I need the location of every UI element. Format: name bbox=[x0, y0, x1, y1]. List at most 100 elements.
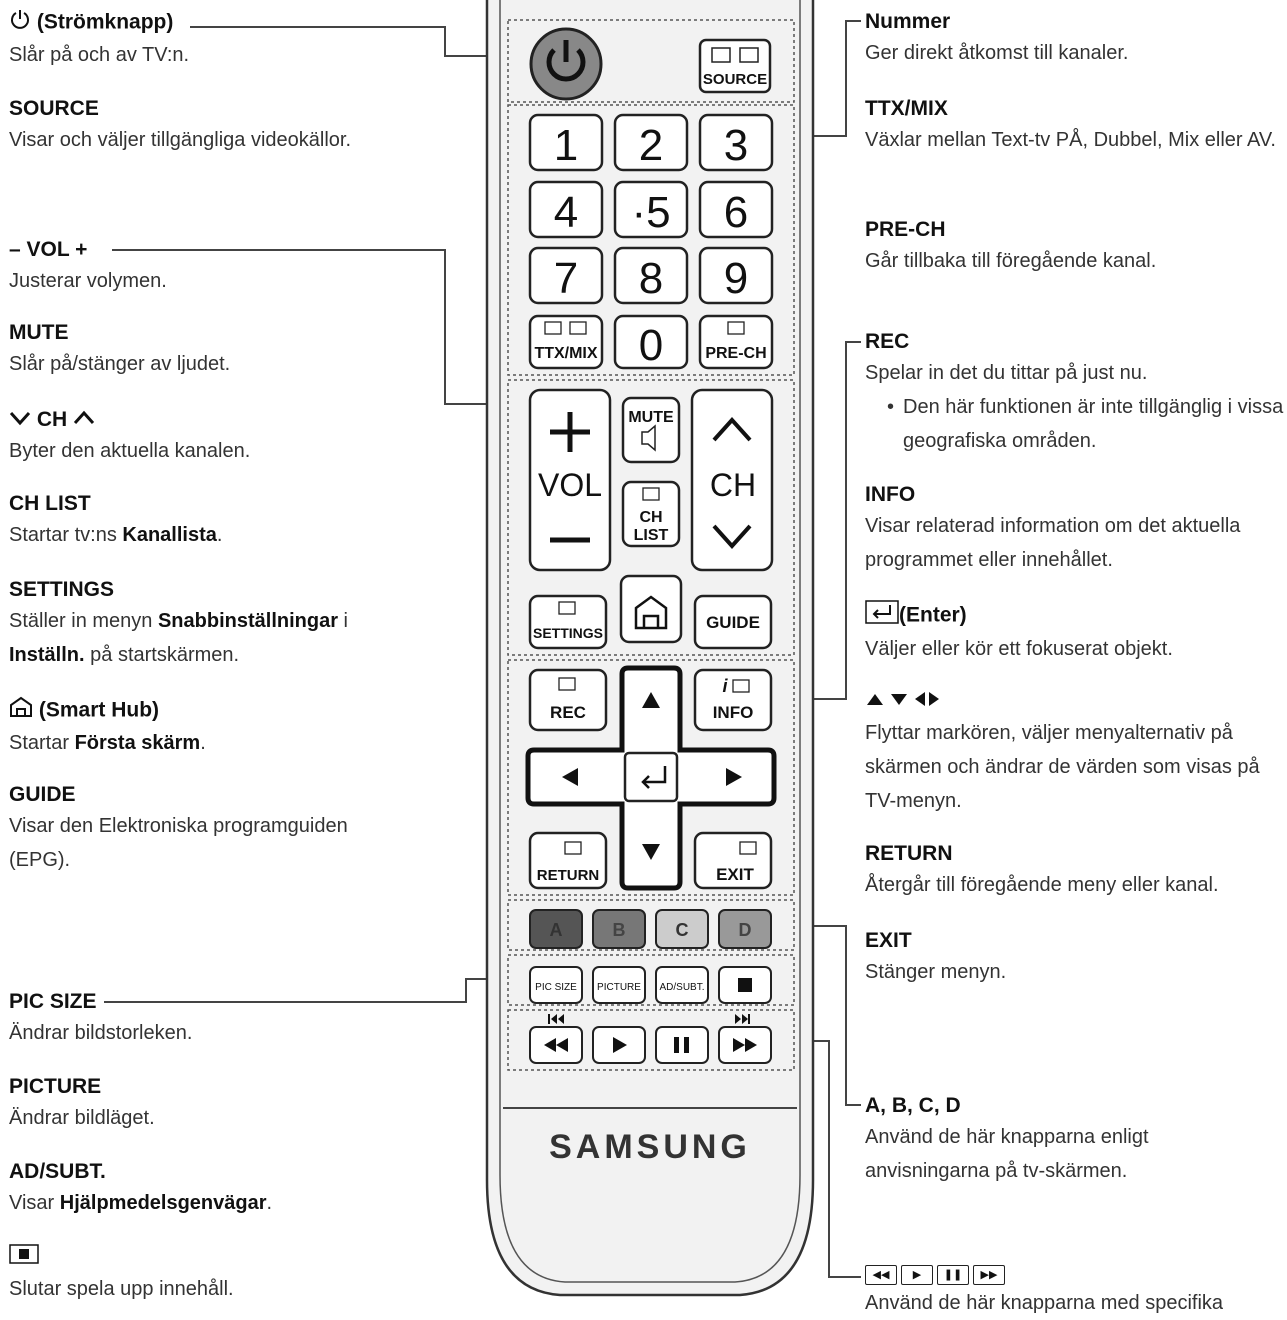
desc-title: EXIT bbox=[865, 929, 912, 952]
section-outlines bbox=[507, 19, 795, 1071]
leader-line bbox=[444, 249, 446, 404]
desc-text: Visar och väljer tillgängliga videokällo… bbox=[9, 129, 352, 151]
enter-button[interactable] bbox=[623, 751, 679, 803]
play-button[interactable] bbox=[592, 1026, 646, 1064]
desc-guide: GUIDE Visar den Elektroniska programguid… bbox=[9, 781, 449, 877]
smart-hub-button[interactable] bbox=[619, 574, 683, 644]
desc-bullet: Den här funktionen är inte tillgänglig i… bbox=[865, 390, 1287, 458]
desc-settings: SETTINGS Ställer in menyn Snabbinställni… bbox=[9, 576, 449, 672]
pic-size-button[interactable]: PIC SIZE bbox=[529, 966, 583, 1004]
leader-line bbox=[465, 978, 467, 1003]
rewind-button[interactable] bbox=[529, 1026, 583, 1064]
leader-line bbox=[465, 978, 505, 980]
right-arrow-icon bbox=[726, 768, 742, 786]
remote-inner-outline bbox=[499, 0, 801, 1283]
desc-title: Nummer bbox=[865, 10, 951, 33]
desc-chlist: CH LIST Startar tv:ns Kanallista. bbox=[9, 490, 449, 552]
desc-text: Ändrar bildläget. bbox=[9, 1107, 155, 1129]
svg-text:7: 7 bbox=[554, 254, 578, 303]
svg-text:D: D bbox=[739, 920, 752, 940]
desc-text: Ändrar bildstorleken. bbox=[9, 1022, 193, 1044]
leader-line bbox=[190, 26, 445, 28]
desc-title: RETURN bbox=[865, 842, 953, 865]
media-skip-marks bbox=[548, 1014, 750, 1024]
return-button[interactable]: RETURN bbox=[528, 831, 608, 890]
digit-button[interactable]: 3 bbox=[698, 113, 774, 172]
desc-title: TTX/MIX bbox=[865, 97, 948, 120]
desc-text: Justerar volymen. bbox=[9, 270, 167, 292]
exit-button[interactable]: EXIT bbox=[693, 831, 773, 890]
digit-button[interactable]: 9 bbox=[698, 246, 774, 305]
digit-button[interactable]: 0 bbox=[613, 314, 689, 370]
desc-info: INFO Visar relaterad information om det … bbox=[865, 481, 1287, 577]
chevron-down-icon bbox=[9, 406, 31, 434]
desc-title: SETTINGS bbox=[9, 578, 115, 601]
pause-icon: ❚❚ bbox=[937, 1265, 969, 1286]
desc-title: PRE-CH bbox=[865, 218, 946, 241]
digit-button[interactable]: 8 bbox=[613, 246, 689, 305]
desc-title: PIC SIZE bbox=[9, 990, 97, 1013]
svg-text:CH: CH bbox=[639, 509, 662, 526]
digit-button[interactable]: 2 bbox=[613, 113, 689, 172]
color-button-d[interactable]: D bbox=[718, 909, 772, 949]
svg-text:A: A bbox=[550, 920, 563, 940]
leader-line bbox=[444, 26, 446, 56]
svg-text:B: B bbox=[613, 920, 626, 940]
digit-button[interactable]: 1 bbox=[528, 113, 604, 172]
leader-line bbox=[828, 1276, 861, 1278]
power-button[interactable] bbox=[529, 27, 603, 101]
desc-text: Startar Första skärm. bbox=[9, 732, 206, 754]
info-button[interactable]: i INFO bbox=[693, 668, 773, 732]
digit-button[interactable]: 4 bbox=[528, 180, 604, 239]
home-icon bbox=[9, 696, 33, 726]
stop-icon bbox=[9, 1244, 39, 1272]
desc-return: RETURN Återgår till föregående meny elle… bbox=[865, 840, 1287, 902]
color-button-b[interactable]: B bbox=[592, 909, 646, 949]
leader-line bbox=[797, 925, 847, 927]
pre-ch-button[interactable]: PRE-CH bbox=[698, 314, 774, 370]
ad-subt-button[interactable]: AD/SUBT. bbox=[655, 966, 709, 1004]
desc-abcd: A, B, C, D Använd de här knapparna enlig… bbox=[865, 1092, 1287, 1188]
svg-text:1: 1 bbox=[554, 121, 578, 170]
desc-title: MUTE bbox=[9, 321, 69, 344]
leader-line bbox=[797, 698, 847, 700]
channel-rocker[interactable]: CH bbox=[690, 388, 774, 572]
fast-forward-icon: ▶▶ bbox=[973, 1265, 1005, 1286]
leader-line bbox=[845, 925, 847, 1105]
desc-text: Startar tv:ns Kanallista. bbox=[9, 524, 223, 546]
svg-text:PICTURE: PICTURE bbox=[597, 982, 641, 993]
digit-button[interactable]: ·5 bbox=[613, 180, 689, 239]
rec-button[interactable]: REC bbox=[528, 668, 608, 732]
stop-button[interactable] bbox=[718, 966, 772, 1004]
fast-forward-button[interactable] bbox=[718, 1026, 772, 1064]
svg-text:9: 9 bbox=[724, 254, 748, 303]
svg-text:REC: REC bbox=[550, 703, 586, 722]
svg-text:TTX/MIX: TTX/MIX bbox=[534, 345, 597, 362]
pause-button[interactable] bbox=[655, 1026, 709, 1064]
desc-picture: PICTURE Ändrar bildläget. bbox=[9, 1073, 449, 1135]
desc-text: Går tillbaka till föregående kanal. bbox=[865, 250, 1157, 272]
svg-text:GUIDE: GUIDE bbox=[706, 613, 760, 632]
digit-button[interactable]: 7 bbox=[528, 246, 604, 305]
desc-exit: EXIT Stänger menyn. bbox=[865, 927, 1287, 989]
color-button-c[interactable]: C bbox=[655, 909, 709, 949]
mute-button[interactable]: MUTE bbox=[621, 396, 681, 464]
svg-text:LIST: LIST bbox=[634, 527, 669, 544]
guide-button[interactable]: GUIDE bbox=[693, 594, 773, 650]
desc-title: CH LIST bbox=[9, 492, 91, 515]
source-button[interactable]: SOURCE bbox=[698, 38, 772, 94]
settings-button[interactable]: SETTINGS bbox=[528, 594, 608, 650]
picture-button[interactable]: PICTURE bbox=[592, 966, 646, 1004]
ttx-mix-button[interactable]: TTX/MIX bbox=[528, 314, 604, 370]
desc-title: – VOL + bbox=[9, 238, 88, 261]
digit-button[interactable]: 6 bbox=[698, 180, 774, 239]
svg-text:2: 2 bbox=[639, 121, 663, 170]
source-label: SOURCE bbox=[703, 71, 767, 88]
ch-list-button[interactable]: CH LIST bbox=[621, 480, 681, 548]
desc-title: GUIDE bbox=[9, 783, 76, 806]
color-button-a[interactable]: A bbox=[529, 909, 583, 949]
desc-title: CH bbox=[36, 408, 68, 431]
volume-rocker[interactable]: VOL bbox=[528, 388, 612, 572]
desc-title: SOURCE bbox=[9, 97, 99, 120]
desc-title: (Strömknapp) bbox=[36, 10, 174, 34]
